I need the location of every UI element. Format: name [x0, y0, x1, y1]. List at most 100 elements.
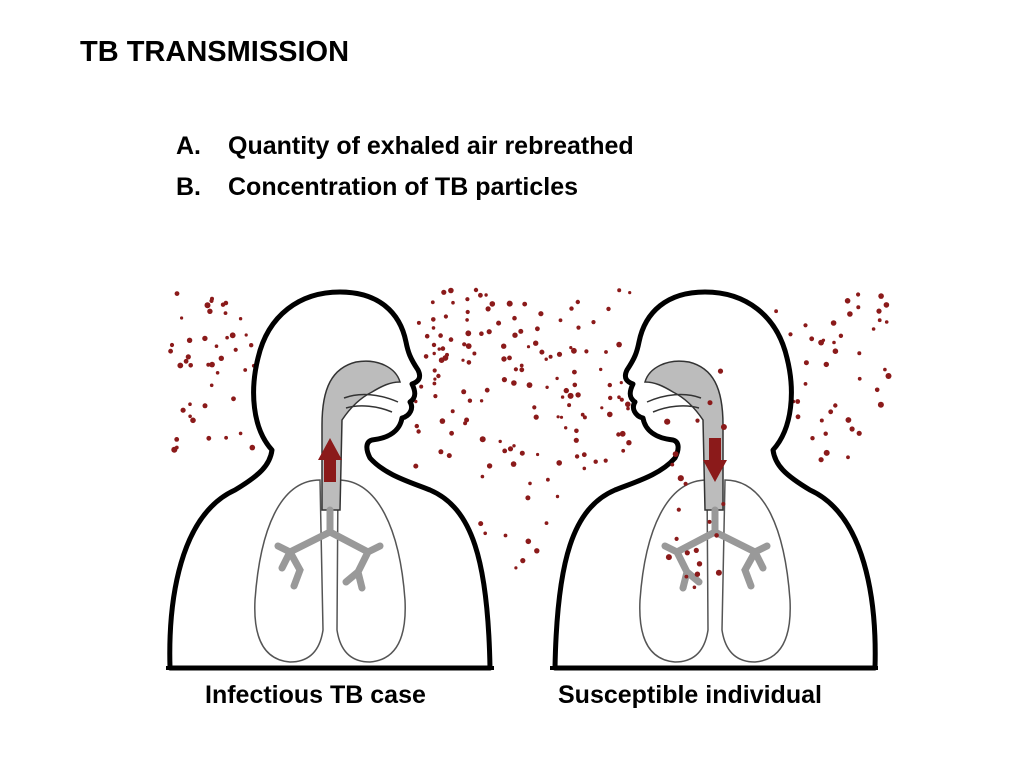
tb-particle: [501, 343, 507, 349]
tb-particle: [512, 315, 517, 321]
tb-particle: [462, 342, 467, 347]
tb-particle: [558, 318, 563, 323]
tb-particle: [619, 397, 624, 402]
tb-particle: [545, 385, 549, 389]
tb-particle: [539, 349, 545, 355]
infectious-person-figure: [167, 289, 493, 671]
inhaled-tb-particle: [684, 574, 689, 579]
tb-particle: [819, 418, 824, 423]
infectious-airway: [321, 360, 401, 511]
tb-particle: [607, 382, 612, 388]
tb-particle: [446, 453, 452, 459]
tb-particles: [168, 287, 892, 570]
inhaled-tb-particle: [707, 519, 712, 524]
tb-particle: [857, 376, 862, 381]
tb-particle: [628, 291, 632, 295]
tb-particle: [575, 392, 581, 398]
tb-particle: [832, 340, 836, 345]
tb-particle: [218, 355, 224, 361]
tb-particle: [774, 309, 778, 314]
tb-particle: [414, 423, 419, 429]
susceptible-bronchial-tree: [661, 506, 771, 592]
tb-particle: [514, 566, 518, 570]
tb-particle: [830, 320, 837, 326]
tb-particle: [238, 431, 243, 436]
inhaled-tb-particle: [693, 547, 699, 553]
tb-particle: [432, 368, 437, 373]
tb-particle: [445, 352, 449, 357]
tb-particle: [510, 461, 517, 467]
tb-particle: [617, 288, 622, 293]
tb-particle: [536, 452, 540, 457]
tb-particle: [507, 446, 514, 452]
tb-particle: [209, 298, 214, 303]
tb-particle: [439, 418, 446, 424]
tb-particle: [416, 320, 421, 325]
tb-particle: [174, 445, 179, 450]
tb-particle: [821, 338, 826, 342]
tb-particle: [519, 450, 525, 456]
tb-particle: [204, 302, 211, 309]
tb-particle: [555, 376, 559, 381]
tb-particle: [431, 317, 436, 322]
tb-particle: [478, 292, 483, 298]
susceptible-left-lung: [721, 479, 791, 663]
tb-particle: [526, 345, 531, 349]
tb-particle: [556, 351, 563, 357]
tb-particle: [575, 299, 580, 305]
tb-particle: [884, 320, 889, 324]
tb-particle: [484, 293, 488, 297]
tb-particle: [231, 396, 236, 402]
tb-particle: [847, 311, 853, 317]
tb-particle: [534, 548, 540, 554]
tb-particle: [572, 369, 577, 375]
tb-particle: [506, 300, 513, 307]
tb-particle: [440, 346, 446, 351]
tb-particle: [556, 460, 562, 466]
tb-particle: [803, 382, 808, 386]
susceptible-person-figure: [552, 289, 878, 671]
tb-particle: [478, 521, 484, 527]
tb-particle: [224, 435, 228, 440]
tb-particle: [451, 300, 455, 305]
tb-particle: [574, 454, 580, 459]
inhaled-tb-particle: [695, 418, 700, 423]
tb-particle: [419, 384, 424, 389]
inhaled-tb-particle: [715, 569, 722, 576]
tb-particle: [249, 444, 256, 451]
tb-particle: [209, 361, 215, 368]
inhaled-tb-particle: [717, 368, 724, 374]
tb-particle: [619, 381, 623, 385]
tb-particle: [571, 347, 577, 354]
tb-particle: [885, 373, 892, 379]
inhaled-tb-particle: [721, 502, 726, 506]
tb-particle: [600, 406, 604, 410]
tb-particle: [180, 407, 186, 413]
tb-particle: [569, 306, 574, 311]
tb-particle: [857, 351, 862, 356]
tb-particle: [604, 350, 608, 354]
susceptible-individual-caption: Susceptible individual: [558, 681, 822, 709]
point-a-text: Quantity of exhaled air rebreathed: [228, 132, 634, 160]
inhaled-tb-particle: [714, 533, 719, 538]
tb-particle: [581, 452, 587, 458]
tb-particle: [473, 287, 479, 293]
inhaled-tb-particle: [674, 536, 679, 541]
tb-particle: [849, 426, 855, 432]
tb-particle: [522, 301, 528, 307]
tb-particle: [438, 333, 443, 338]
tb-particle: [168, 348, 173, 354]
tb-particle: [846, 455, 850, 460]
inhaled-tb-particle: [677, 475, 684, 482]
inhaled-tb-particle: [683, 481, 688, 486]
tb-particle: [528, 481, 532, 486]
tb-particle: [461, 358, 465, 362]
susceptible-airway: [644, 360, 724, 511]
tb-particle: [169, 342, 175, 348]
tb-particle: [823, 361, 829, 368]
point-b: B. Concentration of TB particles: [176, 167, 634, 208]
tb-particle: [215, 371, 220, 375]
tb-particle: [567, 403, 572, 408]
tb-particle: [877, 318, 882, 323]
tb-particle: [214, 344, 219, 348]
